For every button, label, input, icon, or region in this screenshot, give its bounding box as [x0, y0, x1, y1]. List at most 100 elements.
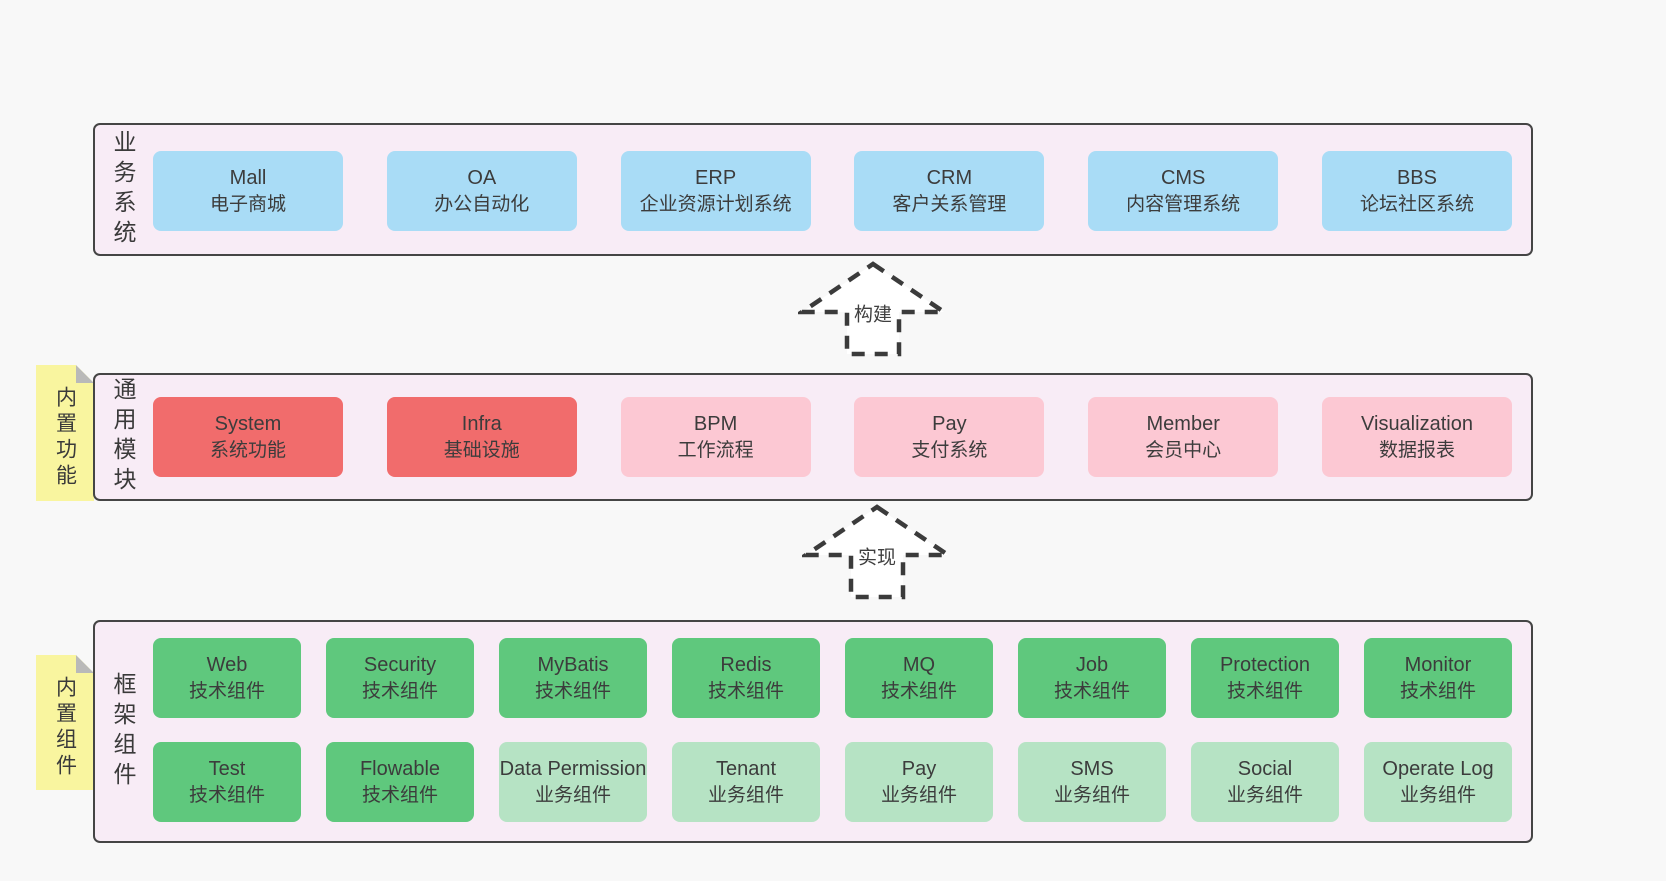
node-security: Security 技术组件	[326, 638, 474, 718]
node-title: Redis	[720, 653, 772, 676]
node-oa: OA 办公自动化	[386, 151, 577, 231]
node-subtitle: 技术组件	[361, 680, 438, 702]
node-subtitle: 电子商城	[209, 193, 286, 215]
node-title: MyBatis	[537, 653, 609, 676]
node-title: CMS	[1160, 166, 1206, 189]
node-subtitle: 技术组件	[1053, 680, 1130, 702]
node-data-permission: Data Permission 业务组件	[499, 742, 647, 822]
node-title: Data Permission	[499, 757, 647, 780]
node-title: OA	[467, 166, 497, 189]
node-protection: Protection 技术组件	[1191, 638, 1339, 718]
node-subtitle: 业务组件	[534, 784, 611, 806]
node-subtitle: 会员中心	[1145, 439, 1222, 461]
layer-framework-components: 框架组件 Web 技术组件 Security 技术组件 MyBatis 技术组件…	[93, 620, 1533, 843]
node-title: CRM	[926, 166, 973, 189]
node-pay-module: Pay 支付系统	[854, 397, 1045, 477]
node-title: Tenant	[715, 757, 777, 780]
node-title: ERP	[695, 166, 737, 189]
up-arrow-implement: 实现	[802, 503, 952, 601]
node-subtitle: 系统功能	[209, 439, 286, 461]
node-subtitle: 业务组件	[1399, 784, 1476, 806]
node-pay-component: Pay 业务组件	[845, 742, 993, 822]
node-bpm: BPM 工作流程	[620, 397, 811, 477]
node-monitor: Monitor 技术组件	[1364, 638, 1512, 718]
node-title: BPM	[693, 412, 738, 435]
node-infra: Infra 基础设施	[386, 397, 577, 477]
node-subtitle: 基础设施	[443, 439, 520, 461]
node-erp: ERP 企业资源计划系统	[620, 151, 811, 231]
node-subtitle: 数据报表	[1378, 439, 1455, 461]
node-title: Monitor	[1404, 653, 1472, 676]
business-systems-row: Mall 电子商城 OA 办公自动化 ERP 企业资源计划系统 CRM 客户关系…	[153, 151, 1512, 231]
node-crm: CRM 客户关系管理	[854, 151, 1045, 231]
node-subtitle: 业务组件	[880, 784, 957, 806]
arrow-label: 构建	[850, 303, 896, 329]
node-title: Pay	[932, 412, 967, 435]
node-mq: MQ 技术组件	[845, 638, 993, 718]
node-title: Security	[363, 653, 437, 676]
node-bbs: BBS 论坛社区系统	[1321, 151, 1512, 231]
node-subtitle: 技术组件	[707, 680, 784, 702]
node-title: Job	[1075, 653, 1109, 676]
node-subtitle: 办公自动化	[434, 193, 530, 215]
node-subtitle: 业务组件	[1053, 784, 1130, 806]
node-subtitle: 技术组件	[361, 784, 438, 806]
folded-corner-icon	[76, 655, 94, 673]
layer-label: 通用模块	[110, 377, 136, 497]
node-title: Flowable	[359, 757, 441, 780]
node-subtitle: 技术组件	[880, 680, 957, 702]
node-title: SMS	[1070, 757, 1114, 780]
node-title: System	[214, 412, 282, 435]
node-title: Web	[206, 653, 248, 676]
node-tenant: Tenant 业务组件	[672, 742, 820, 822]
node-subtitle: 企业资源计划系统	[639, 193, 792, 215]
node-title: Protection	[1219, 653, 1311, 676]
node-subtitle: 内容管理系统	[1126, 193, 1241, 215]
node-visualization: Visualization 数据报表	[1321, 397, 1512, 477]
up-arrow-build: 构建	[798, 260, 948, 358]
node-flowable: Flowable 技术组件	[326, 742, 474, 822]
sticky-note-label: 内置组件	[53, 675, 77, 780]
node-subtitle: 技术组件	[1226, 680, 1303, 702]
node-subtitle: 论坛社区系统	[1359, 193, 1474, 215]
node-test: Test 技术组件	[153, 742, 301, 822]
node-subtitle: 业务组件	[1226, 784, 1303, 806]
common-modules-row: System 系统功能 Infra 基础设施 BPM 工作流程 Pay 支付系统…	[153, 397, 1512, 477]
node-system: System 系统功能	[153, 397, 343, 477]
node-redis: Redis 技术组件	[672, 638, 820, 718]
sticky-note-label: 内置功能	[53, 386, 77, 491]
node-title: Operate Log	[1382, 757, 1494, 780]
node-operate-log: Operate Log 业务组件	[1364, 742, 1512, 822]
sticky-note-built-in-components: 内置组件	[36, 655, 94, 790]
node-title: MQ	[902, 653, 936, 676]
node-title: Pay	[901, 757, 937, 780]
node-subtitle: 技术组件	[534, 680, 611, 702]
node-mall: Mall 电子商城	[153, 151, 343, 231]
node-job: Job 技术组件	[1018, 638, 1166, 718]
node-title: BBS	[1396, 166, 1437, 189]
folded-corner-icon	[76, 365, 94, 383]
node-subtitle: 业务组件	[707, 784, 784, 806]
node-title: Member	[1146, 412, 1220, 435]
layer-business-systems: 业务系统 Mall 电子商城 OA 办公自动化 ERP 企业资源计划系统 CRM…	[93, 123, 1533, 256]
node-subtitle: 技术组件	[1399, 680, 1476, 702]
node-title: Test	[208, 757, 246, 780]
node-sms: SMS 业务组件	[1018, 742, 1166, 822]
layer-label: 业务系统	[110, 129, 136, 250]
node-cms: CMS 内容管理系统	[1088, 151, 1279, 231]
node-subtitle: 客户关系管理	[892, 193, 1007, 215]
node-subtitle: 工作流程	[677, 439, 754, 461]
node-title: Visualization	[1361, 412, 1473, 435]
node-social: Social 业务组件	[1191, 742, 1339, 822]
node-title: Infra	[461, 412, 502, 435]
node-web: Web 技术组件	[153, 638, 301, 718]
layer-label: 框架组件	[110, 671, 136, 792]
node-subtitle: 支付系统	[911, 439, 988, 461]
node-mybatis: MyBatis 技术组件	[499, 638, 647, 718]
node-title: Mall	[229, 166, 267, 189]
framework-components-row-2: Test 技术组件 Flowable 技术组件 Data Permission …	[153, 742, 1512, 822]
arrow-label: 实现	[854, 546, 900, 572]
node-subtitle: 技术组件	[188, 680, 265, 702]
framework-components-row-1: Web 技术组件 Security 技术组件 MyBatis 技术组件 Redi…	[153, 638, 1512, 718]
node-member: Member 会员中心	[1088, 397, 1279, 477]
